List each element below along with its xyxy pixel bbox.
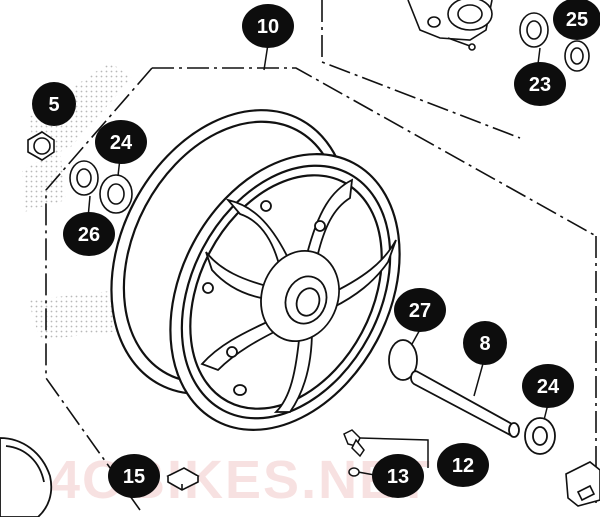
part-8-axle: [410, 370, 520, 438]
callout-label: 27: [409, 300, 431, 322]
part-26-seal: [69, 160, 99, 196]
part-12-grease-nipple: [343, 429, 365, 458]
callout-5: 5: [32, 82, 76, 126]
callout-label: 13: [387, 466, 409, 488]
halftone-shading: [22, 62, 132, 340]
callout-label: 10: [257, 16, 279, 38]
callout-12: 12: [437, 443, 489, 487]
tyre-fragment: [0, 437, 53, 517]
callout-label: 23: [529, 74, 551, 96]
callout-15: 15: [108, 454, 160, 498]
callout-13: 13: [372, 454, 424, 498]
callout-10: 10: [242, 4, 294, 48]
callout-26: 26: [63, 212, 115, 256]
callout-label: 26: [78, 224, 100, 246]
part-27-o-ring: [388, 339, 418, 381]
callout-25: 25: [553, 0, 600, 40]
callout-label: 5: [48, 94, 59, 116]
part-5-collar: [27, 131, 55, 161]
callout-label: 24: [110, 132, 133, 154]
callout-24-right: 24: [522, 364, 574, 408]
part-fragment-bottom-right: [565, 461, 600, 507]
part-13-cap: [348, 467, 360, 477]
callout-label: 8: [479, 333, 490, 355]
assembly-frame: [45, 0, 597, 511]
callout-24-left: 24: [95, 120, 147, 164]
callout-label: 25: [566, 9, 588, 31]
wheel-hub: [202, 200, 340, 396]
callout-8: 8: [463, 321, 507, 365]
callout-label: 12: [452, 455, 474, 477]
part-15-balance-weight: [166, 467, 200, 491]
callout-23: 23: [514, 62, 566, 106]
part-24-bearing-right: [524, 417, 556, 455]
callout-label: 15: [123, 466, 145, 488]
callout-label: 24: [537, 376, 560, 398]
part-24-bearing-left: [99, 174, 133, 214]
hub-assembly: [407, 0, 590, 72]
callout-27: 27: [394, 288, 446, 332]
